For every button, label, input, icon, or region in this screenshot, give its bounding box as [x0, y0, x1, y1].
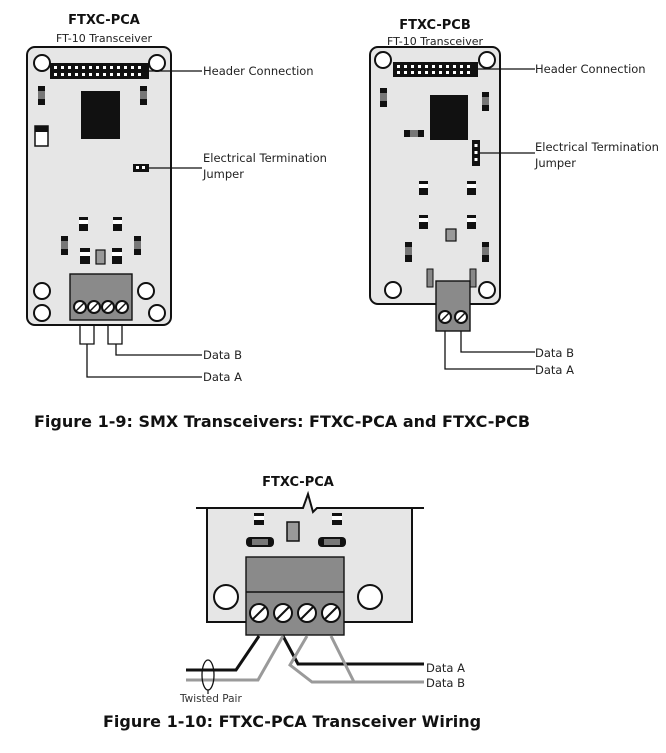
- pca-mount-hole-tr: [148, 54, 166, 72]
- pca-jumper-label-line1: Electrical Termination: [203, 151, 327, 165]
- pca-termination-jumper: [133, 164, 149, 172]
- pcb-termination-jumper: [472, 140, 480, 166]
- wiring-title: FTXC-PCA: [262, 475, 334, 490]
- figure-1-10-caption: Figure 1-10: FTXC-PCA Transceiver Wiring: [103, 712, 481, 731]
- figure-1-9-caption: Figure 1-9: SMX Transceivers: FTXC-PCA a…: [34, 412, 530, 431]
- wiring-mount-hole-left: [213, 584, 239, 610]
- pcb-data-wires: [444, 331, 535, 370]
- pcb-mount-hole-bl: [384, 281, 402, 299]
- wiring-mount-hole-right: [357, 584, 383, 610]
- wiring-terminal-block: [245, 556, 345, 636]
- ftxc-pca-board-figure: FTXC-PCA FT-10 Transceiver: [26, 13, 327, 384]
- pca-header-connector: [50, 63, 149, 79]
- pca-mount-hole-bl: [33, 304, 51, 322]
- pcb-data-a-label: Data A: [535, 363, 574, 377]
- pcb-mount-hole-br: [478, 281, 496, 299]
- pcb-mount-hole-tl: [374, 51, 392, 69]
- pcb-header-connector: [393, 62, 478, 77]
- twisted-pair-wires: [186, 635, 424, 694]
- twisted-pair-marker: [201, 659, 215, 691]
- pcb-terminal-block: [435, 280, 471, 332]
- pcb-data-b-label: Data B: [535, 346, 574, 360]
- pcb-circuit-board: [369, 46, 501, 305]
- pca-components: [34, 86, 147, 265]
- pcb-jumper-label-line2: Jumper: [534, 156, 576, 170]
- pca-mount-hole-ml: [33, 282, 51, 300]
- pca-mount-hole-tl: [33, 54, 51, 72]
- twisted-pair-label: Twisted Pair: [179, 693, 242, 705]
- wiring-data-b-label: Data B: [426, 676, 465, 690]
- pca-data-a-label: Data A: [203, 370, 242, 384]
- ftxc-pcb-board-figure: FTXC-PCB FT-10 Transceiver: [369, 18, 659, 377]
- pcb-title: FTXC-PCB: [399, 18, 471, 33]
- ftxc-pca-wiring-figure: FTXC-PCA: [179, 475, 465, 705]
- pca-chip: [81, 91, 120, 139]
- pcb-jumper-label-line1: Electrical Termination: [535, 140, 659, 154]
- pca-circuit-board: [26, 46, 172, 326]
- pca-header-label: Header Connection: [203, 64, 314, 78]
- wiring-components: [246, 513, 346, 547]
- pca-mount-hole-mr: [137, 282, 155, 300]
- pcb-header-label: Header Connection: [535, 62, 646, 76]
- pca-data-b-label: Data B: [203, 348, 242, 362]
- pca-mount-hole-br: [148, 304, 166, 322]
- wiring-data-a-label: Data A: [426, 661, 465, 675]
- pcb-chip: [430, 95, 468, 140]
- pca-title: FTXC-PCA: [68, 13, 140, 28]
- pcb-mount-hole-tr: [478, 51, 496, 69]
- pca-data-wires: [79, 326, 202, 378]
- pca-jumper-label-line2: Jumper: [202, 167, 244, 181]
- pca-subtitle: FT-10 Transceiver: [56, 32, 153, 45]
- pca-terminal-block: [69, 273, 133, 321]
- pcb-components: [380, 88, 489, 288]
- pcb-subtitle: FT-10 Transceiver: [387, 35, 484, 48]
